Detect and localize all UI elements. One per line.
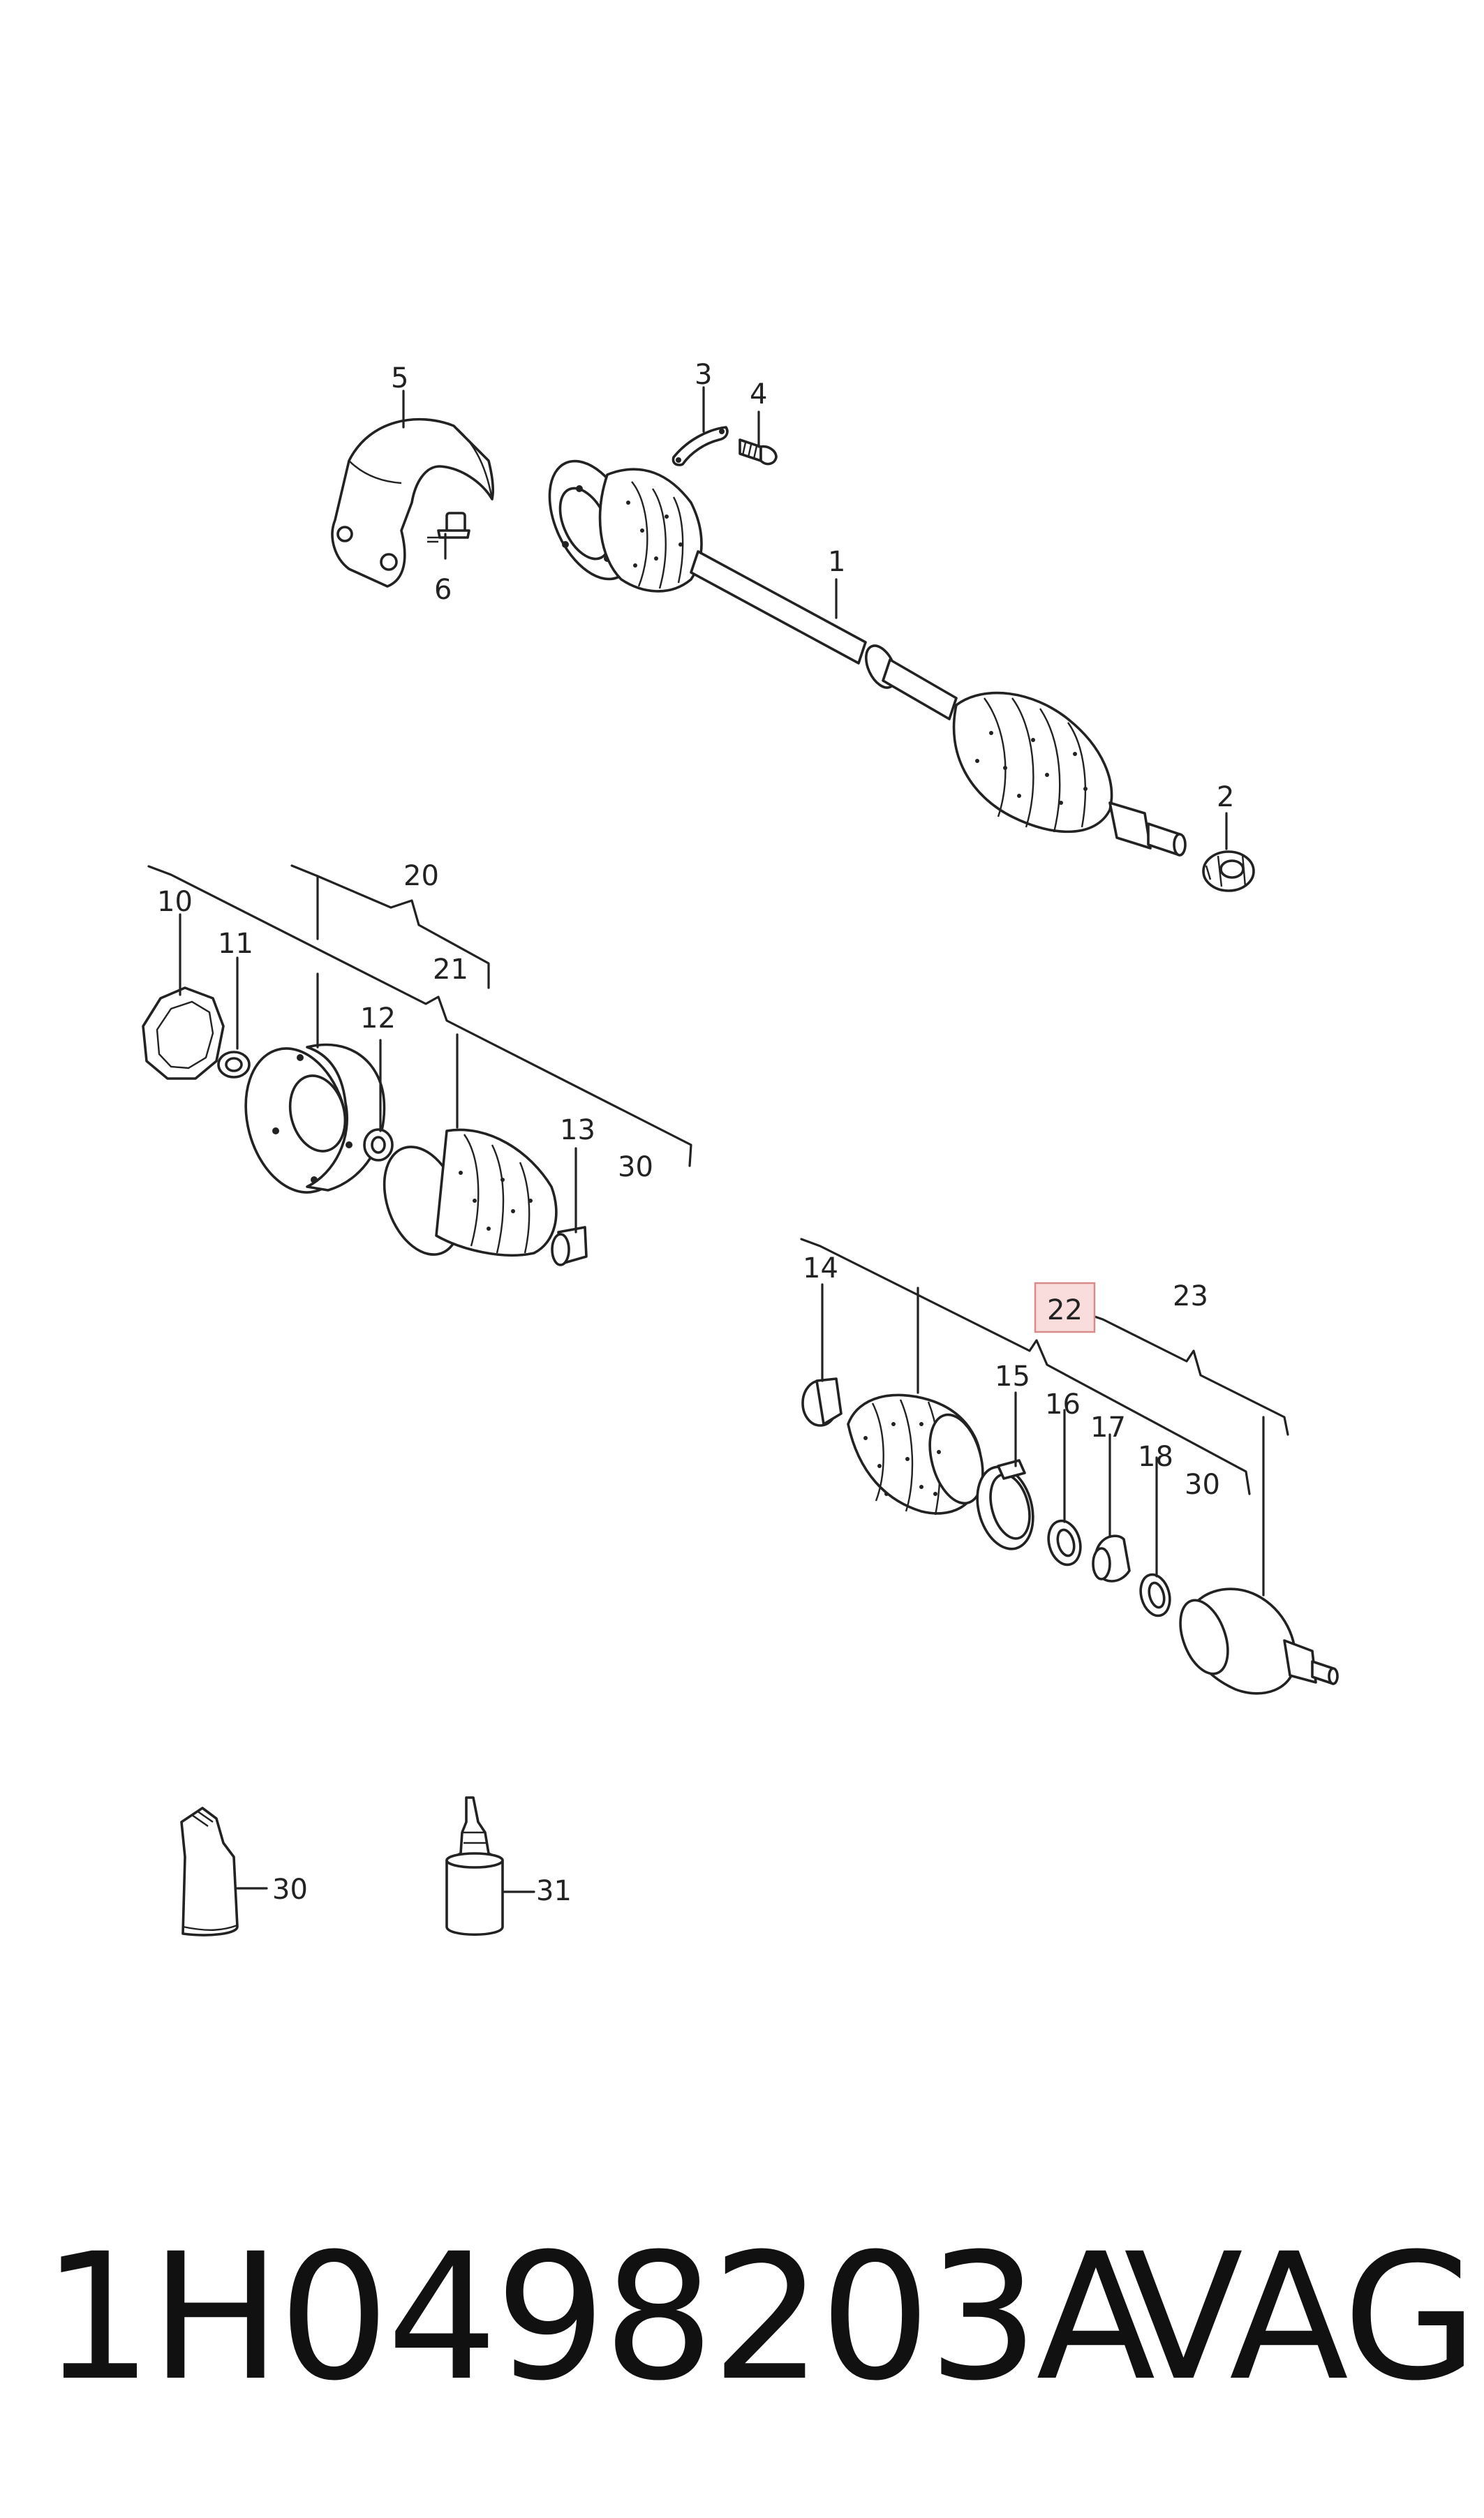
callout-30-inner[interactable]: 30	[618, 1151, 653, 1183]
part-5-heat-shield	[331, 417, 494, 588]
part-6-bolt	[427, 512, 470, 543]
part-inner-joint	[244, 1043, 386, 1194]
callout-22[interactable]: 22	[1047, 1294, 1083, 1326]
callout-30-grease[interactable]: 30	[272, 1874, 308, 1906]
part-4-bolt	[739, 438, 778, 466]
callout-11[interactable]: 11	[218, 928, 253, 960]
callout-2[interactable]: 2	[1217, 781, 1234, 813]
callout-20[interactable]: 20	[403, 860, 439, 892]
part-16-ring	[1047, 1519, 1082, 1567]
part-30-grease-tube	[180, 1807, 239, 1936]
callout-labels: 5 6 3 4 1 2 10 11 20 21 12 13 30 14 22 2…	[157, 359, 1234, 1907]
part-15-clamp	[976, 1459, 1034, 1550]
part-10-gasket	[142, 986, 225, 1080]
part-outer-boot	[847, 1393, 984, 1516]
part-inner-boot	[383, 1128, 558, 1257]
callout-12[interactable]: 12	[360, 1002, 396, 1035]
callout-13[interactable]: 13	[560, 1114, 595, 1146]
callout-30-outer[interactable]: 30	[1185, 1469, 1220, 1501]
part-18-circlip	[1139, 1573, 1171, 1617]
callout-16[interactable]: 16	[1045, 1388, 1081, 1421]
callout-1[interactable]: 1	[828, 546, 845, 578]
part-1-drive-shaft	[548, 459, 1187, 857]
brand-name: VAG	[1124, 2216, 1478, 2419]
callout-21[interactable]: 21	[433, 954, 468, 986]
leader-lines	[147, 386, 1289, 1893]
callout-10[interactable]: 10	[157, 886, 193, 918]
part-outer-joint	[1179, 1587, 1339, 1695]
callout-14[interactable]: 14	[803, 1252, 838, 1284]
callout-6[interactable]: 6	[434, 574, 452, 606]
callout-22-highlight	[1034, 1282, 1096, 1333]
part-14-clamp	[801, 1377, 843, 1427]
callout-17[interactable]: 17	[1090, 1412, 1126, 1444]
callout-18[interactable]: 18	[1138, 1441, 1173, 1473]
part-11-circlip	[217, 1051, 251, 1079]
part-12-ring	[363, 1128, 394, 1162]
part-3-lock-plate	[671, 426, 729, 466]
part-2-nut	[1202, 850, 1255, 892]
part-13-clamp	[551, 1226, 588, 1266]
callout-31[interactable]: 31	[536, 1875, 572, 1907]
callout-3[interactable]: 3	[695, 359, 712, 391]
callout-5[interactable]: 5	[391, 362, 408, 394]
callout-23[interactable]: 23	[1173, 1280, 1208, 1312]
part-31-bottle	[445, 1796, 504, 1936]
part-number: 1H0498203A	[42, 2216, 1155, 2419]
callout-15[interactable]: 15	[995, 1361, 1030, 1393]
callout-4[interactable]: 4	[750, 378, 767, 410]
part-17-spacer	[1092, 1534, 1131, 1583]
